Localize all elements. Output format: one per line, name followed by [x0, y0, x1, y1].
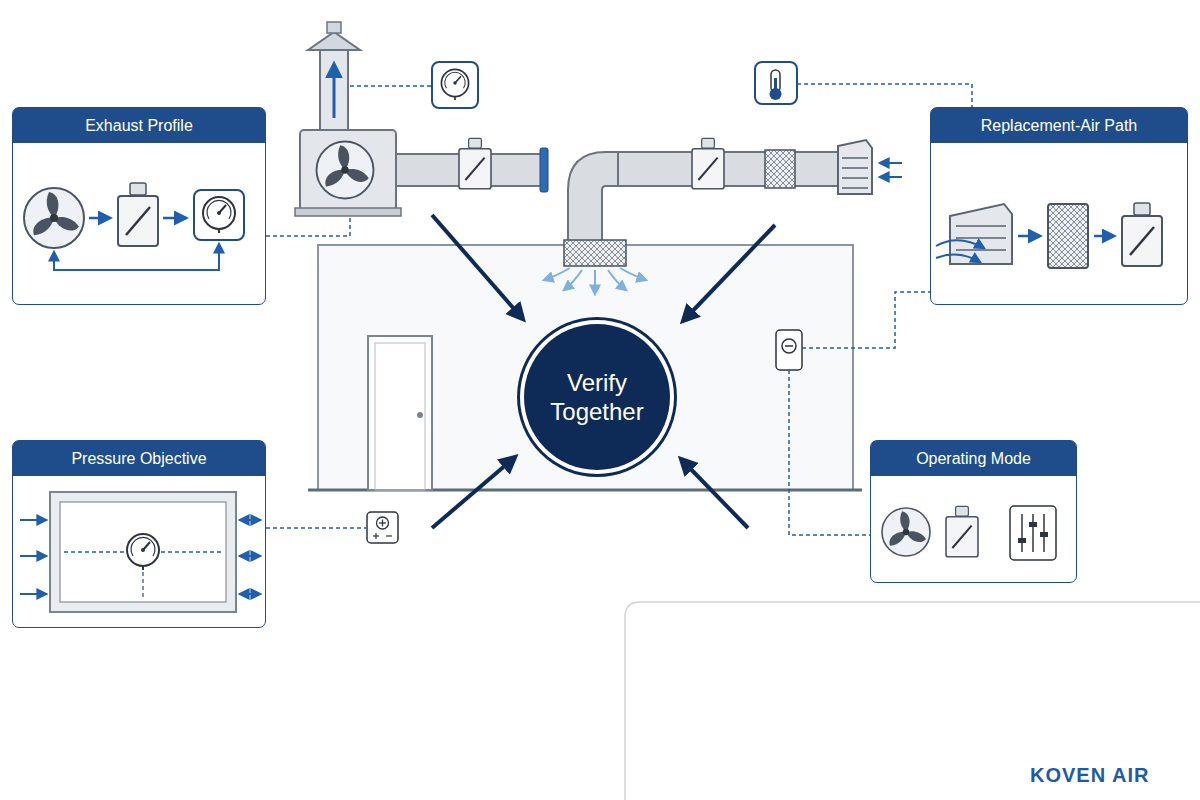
signal-line — [266, 84, 972, 535]
info-panel: Operating Mode — [870, 440, 1077, 583]
thermometer-icon — [755, 62, 797, 104]
info-panel: Replacement-Air Path — [930, 107, 1188, 305]
supply-duct — [544, 138, 902, 294]
pressure-objective-icons — [20, 492, 260, 612]
circle-label: Verify Together — [541, 368, 653, 426]
room-outline — [308, 245, 862, 490]
operating-mode-icons — [882, 506, 1056, 560]
positive-pressure-icon — [367, 512, 398, 543]
converging-arrow — [432, 215, 775, 528]
exhaust-fan-equipment — [295, 22, 548, 216]
panel-heading: Replacement-Air Path — [931, 108, 1187, 143]
verify-circle: Verify Together — [524, 324, 670, 470]
brand-logo: KOVEN AIR — [1030, 764, 1149, 787]
info-panel: Exhaust Profile — [12, 107, 266, 305]
info-panel: Pressure Objective — [12, 440, 266, 628]
frame-outline — [625, 602, 1200, 800]
gauge-icon — [432, 62, 478, 108]
panel-heading: Operating Mode — [871, 441, 1076, 476]
panel-heading: Pressure Objective — [13, 441, 265, 476]
panel-heading: Exhaust Profile — [13, 108, 265, 143]
replacement-air-icons — [936, 203, 1162, 268]
pressure-sensor-icon — [776, 330, 802, 370]
exhaust-profile-icons — [24, 183, 244, 270]
